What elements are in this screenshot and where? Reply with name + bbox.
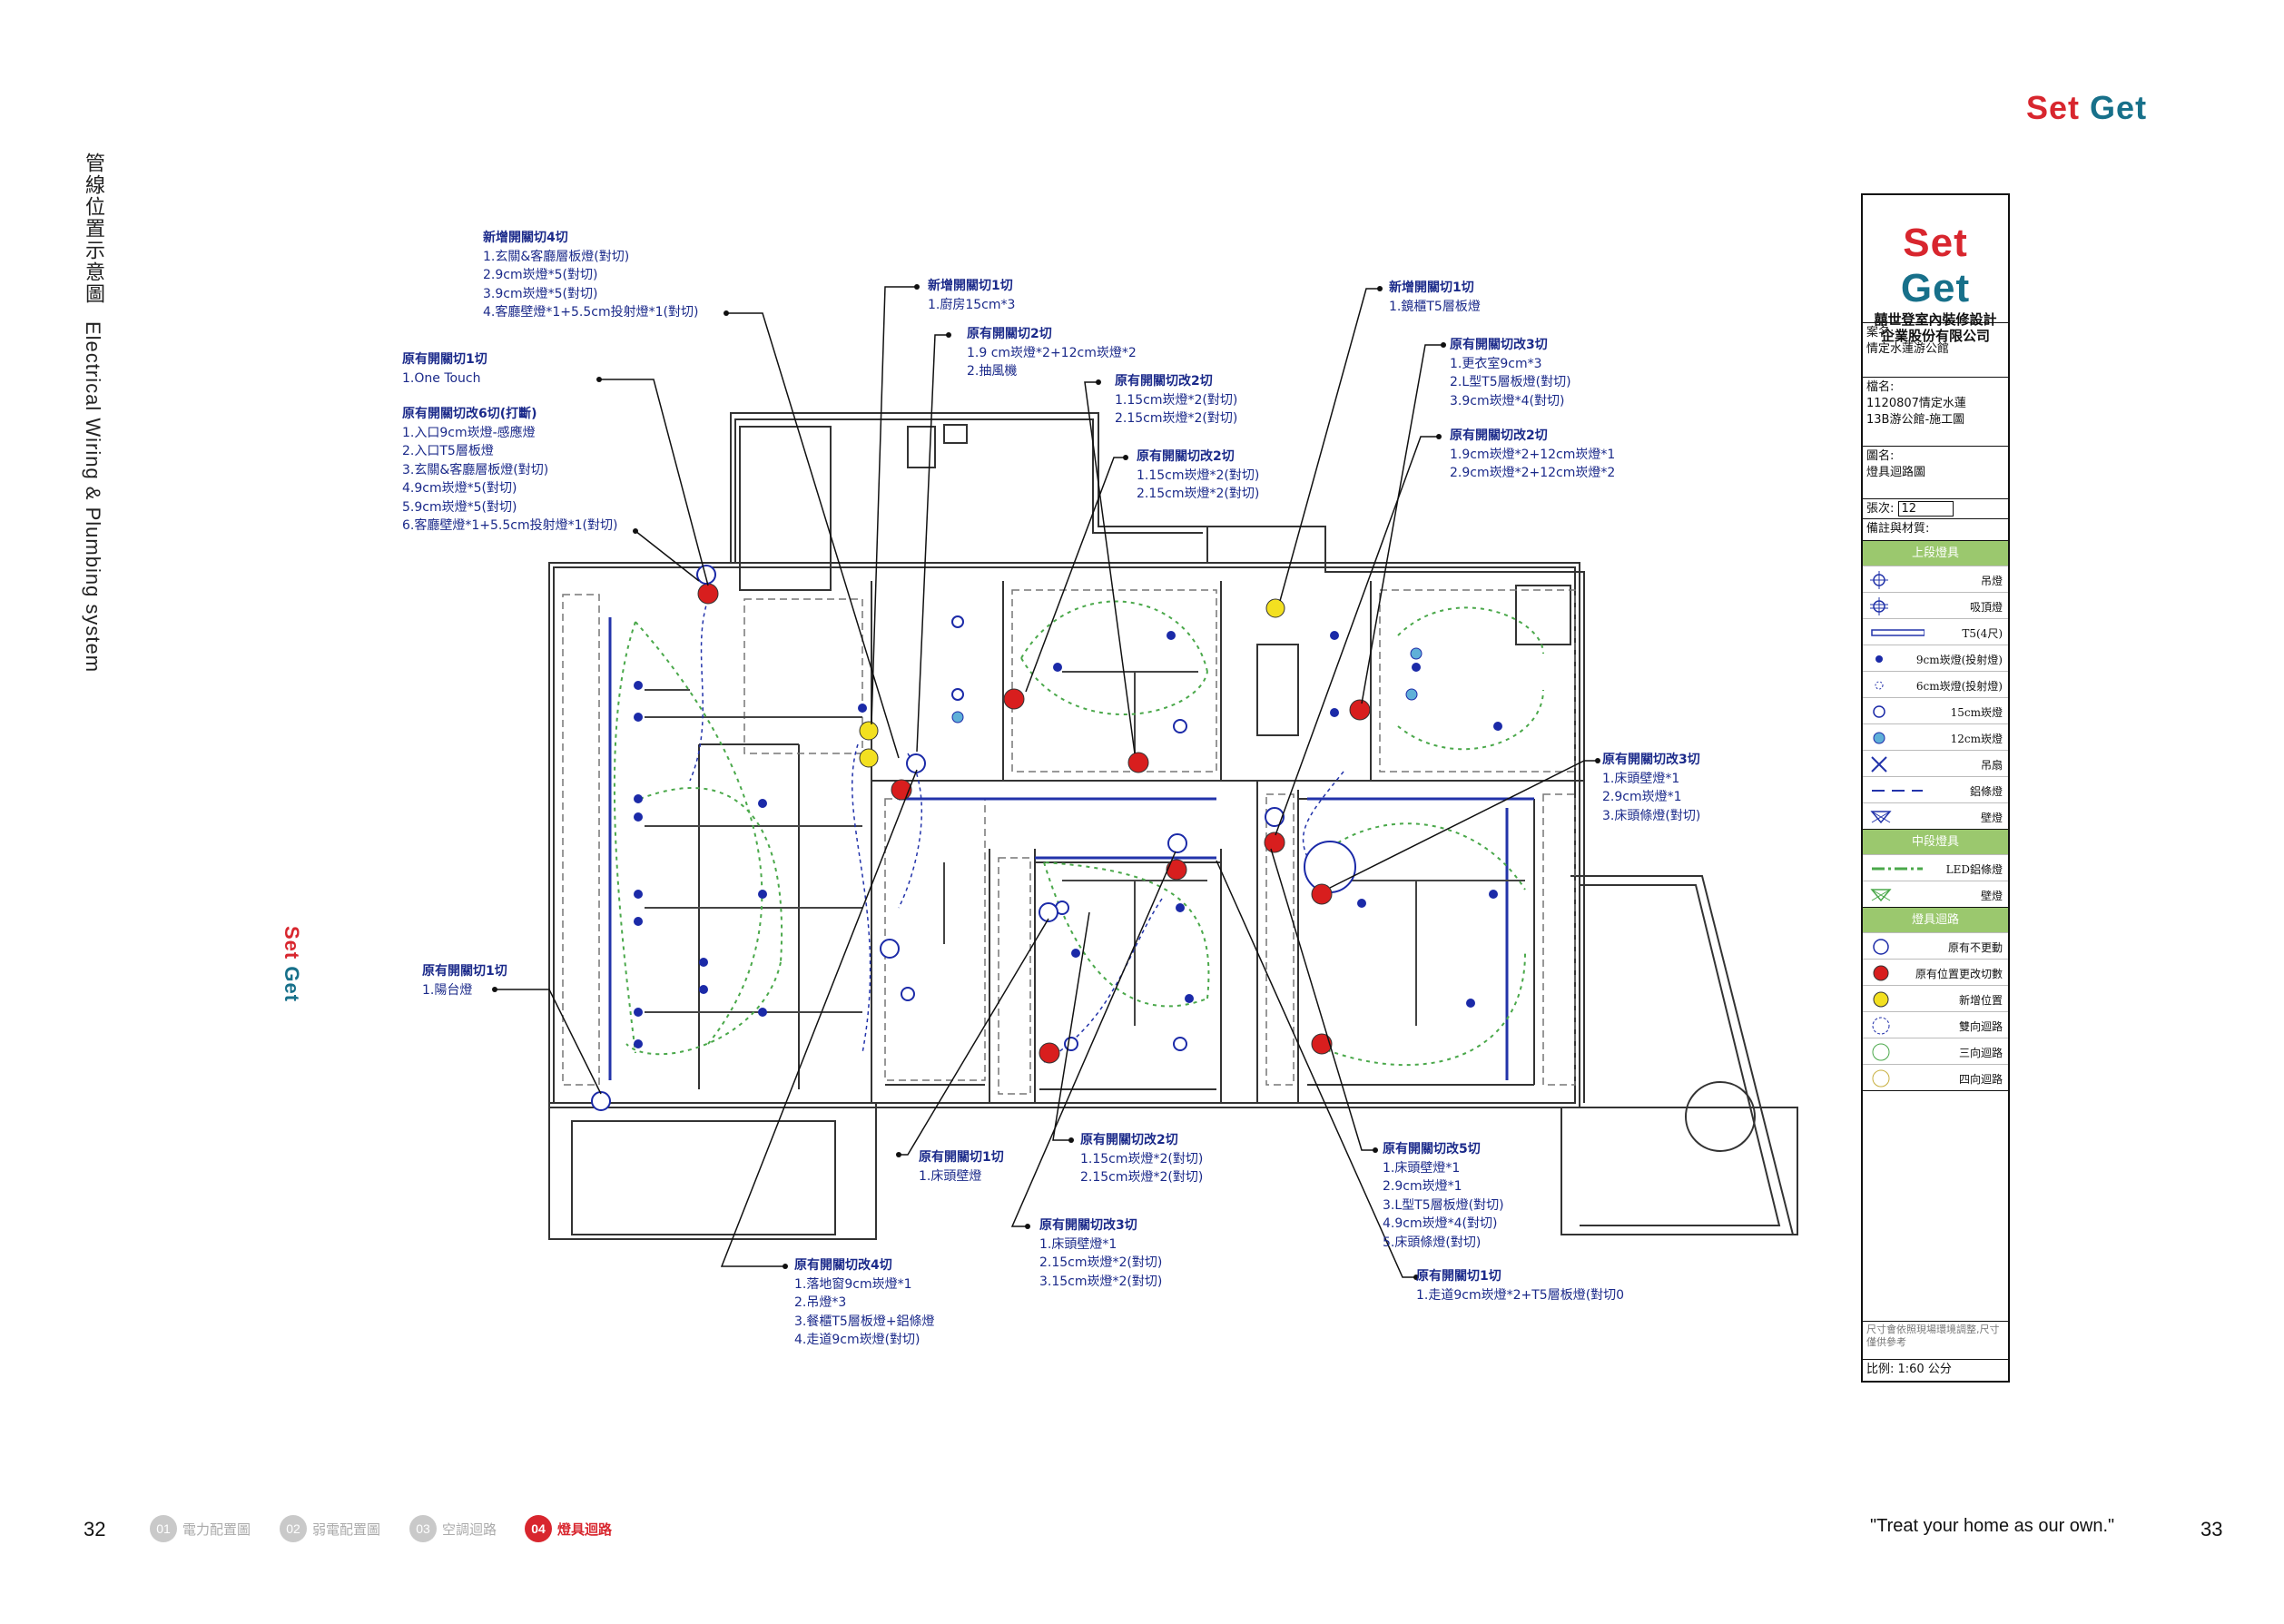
plan-leader-lines (495, 286, 1598, 1278)
legend-row: 四向迴路 (1863, 1064, 2008, 1091)
legend-row: 原有位置更改切數 (1863, 959, 2008, 986)
plan-switch-moved (697, 583, 1371, 1064)
four-way-icon (1872, 1069, 1890, 1088)
wall-light-green-icon (1870, 889, 1892, 902)
downlight-9cm-icon (1875, 655, 1883, 663)
legend-row: 壁燈 (1863, 802, 2008, 830)
title-block-logo: Set Get 囍世登室內裝修設計 企業股份有限公司 (1863, 195, 2008, 344)
two-way-icon (1872, 1017, 1890, 1035)
downlight-12cm-icon (1873, 732, 1885, 744)
legend-divider (1863, 1090, 2008, 1091)
page-number-right: 33 (2200, 1518, 2223, 1540)
title-block: Set Get 囍世登室內裝修設計 企業股份有限公司 案名:情定水蓮游公館 檔名… (1861, 193, 2010, 1383)
plan-12cm-lights (951, 647, 1423, 723)
scale-label: 比例: 1:60 公分 (1863, 1359, 2008, 1379)
drawing-name: 圖名:燈具迴路圖 (1863, 446, 2008, 489)
plan-switch-new (859, 598, 1285, 768)
legend-row: 壁燈 (1863, 881, 2008, 908)
new-switch-icon (1873, 991, 1889, 1008)
led-strip-icon (1872, 867, 1923, 871)
fan-icon (1871, 756, 1887, 773)
downlight-15cm-icon (1873, 705, 1885, 718)
case-name: 案名:情定水蓮游公館 (1863, 322, 2008, 366)
legend-section-upper: 上段燈具 (1863, 540, 2008, 566)
brand-logo-title: Set Get (1900, 221, 1971, 310)
three-way-icon (1872, 1043, 1890, 1061)
legend-row: 15cm崁燈 (1863, 697, 2008, 724)
ceiling-light-icon (1870, 597, 1888, 615)
brand-logo-top: Set Get (2026, 89, 2148, 126)
legend-row: 新增位置 (1863, 985, 2008, 1012)
plan-downlights-open (880, 615, 1356, 1051)
page-number-left: 32 (84, 1518, 106, 1540)
existing-switch-icon (1873, 939, 1889, 955)
plan-switch-wires (689, 598, 1344, 1063)
aluminum-strip-icon (1872, 790, 1923, 792)
moved-switch-icon (1873, 965, 1889, 981)
legend-row: 雙向迴路 (1863, 1011, 2008, 1038)
plan-downlights (634, 631, 1502, 1048)
legend-section-middle: 中段燈具 (1863, 829, 2008, 854)
legend-row: 吸頂燈 (1863, 592, 2008, 619)
legend-row: 12cm崁燈 (1863, 723, 2008, 751)
legend-row: 鋁條燈 (1863, 776, 2008, 803)
legend-row: LED鋁條燈 (1863, 854, 2008, 881)
dimension-note: 尺寸會依照現場環境調整,尺寸僅供參考 (1863, 1321, 2008, 1357)
side-title: 管線位置示意圖 Electrical Wiring & Plumbing sys… (78, 153, 107, 673)
legend-row: 吊扇 (1863, 750, 2008, 777)
legend-row: T5(4尺) (1863, 618, 2008, 645)
pendant-icon (1870, 571, 1888, 589)
legend-row: 原有不更動 (1863, 932, 2008, 960)
legend-row: 三向迴路 (1863, 1038, 2008, 1065)
legend-row: 吊燈 (1863, 566, 2008, 593)
sheet-number: 張次: 12 (1863, 498, 2008, 518)
downlight-6cm-icon (1875, 681, 1884, 690)
remarks-label: 備註與材質: (1863, 518, 2008, 538)
legend-row: 9cm崁燈(投射燈) (1863, 645, 2008, 672)
side-title-en: Electrical Wiring & Plumbing system (82, 321, 104, 674)
side-title-zh: 管線位置示意圖 (82, 153, 104, 305)
plan-suspended-lines (645, 671, 1525, 1026)
legend-section-circuit: 燈具迴路 (1863, 907, 2008, 932)
plan-cabinets (562, 589, 1576, 1095)
plan-switch-existing (591, 565, 1285, 1111)
legend-row: 6cm崁燈(投射燈) (1863, 671, 2008, 698)
plan-circuits (613, 600, 1544, 1067)
slogan: "Treat your home as our own." (1870, 1516, 2115, 1536)
plan-strip-lights (608, 617, 1534, 1080)
wall-light-icon (1870, 811, 1892, 824)
t5-light-icon (1871, 629, 1925, 636)
plan-leader-dots (492, 284, 1600, 1280)
